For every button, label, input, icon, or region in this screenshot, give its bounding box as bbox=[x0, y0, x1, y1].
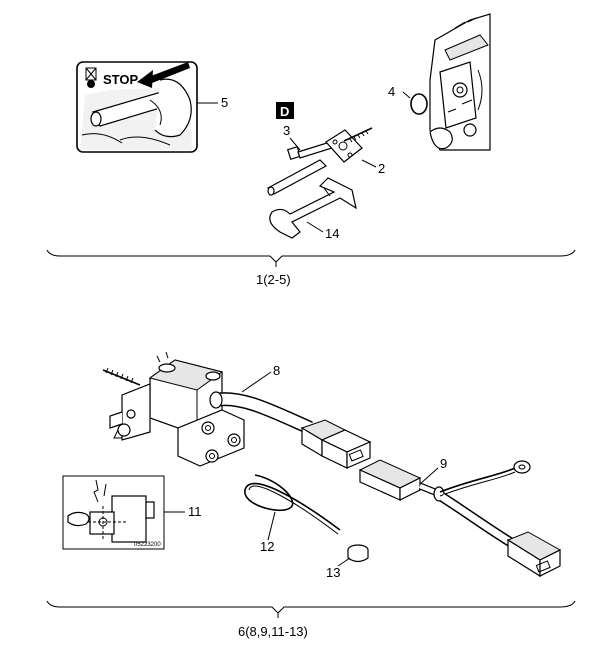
arrow-icon bbox=[143, 62, 190, 85]
callout-8: 8 bbox=[273, 363, 280, 378]
pump-block bbox=[429, 13, 491, 151]
pin bbox=[267, 159, 327, 195]
callout-13: 13 bbox=[326, 565, 340, 580]
callout-14: 14 bbox=[325, 226, 339, 241]
callout-5: 5 bbox=[221, 95, 228, 110]
d-badge: D bbox=[276, 102, 294, 119]
inset-code: 05223200 bbox=[134, 542, 161, 548]
callout-3: 3 bbox=[283, 123, 290, 138]
o-ring-4 bbox=[410, 93, 428, 115]
callout-9: 9 bbox=[440, 456, 447, 471]
valve-8 bbox=[102, 351, 313, 467]
cable-tie-12 bbox=[244, 474, 341, 535]
plate-2 bbox=[325, 127, 373, 163]
svg-text:D: D bbox=[280, 104, 289, 119]
harness-9 bbox=[358, 459, 562, 578]
callout-6: 6(8,9,11-13) bbox=[238, 624, 308, 639]
stop-label: STOP bbox=[103, 72, 138, 87]
callout-12: 12 bbox=[260, 539, 274, 554]
stop-inset: STOP bbox=[76, 61, 218, 153]
callout-4: 4 bbox=[388, 84, 395, 99]
screw-3 bbox=[286, 141, 333, 161]
callout-2: 2 bbox=[378, 161, 385, 176]
connector-8 bbox=[300, 419, 372, 469]
cap-13 bbox=[347, 544, 369, 563]
callout-11: 11 bbox=[188, 504, 202, 519]
bracket-14 bbox=[269, 177, 357, 239]
group-6-bracket bbox=[46, 600, 576, 618]
callout-1: 1(2-5) bbox=[256, 272, 291, 287]
inset-11: 05223200 bbox=[62, 475, 165, 550]
stop-icon bbox=[85, 67, 97, 88]
group-1-bracket bbox=[46, 249, 576, 267]
